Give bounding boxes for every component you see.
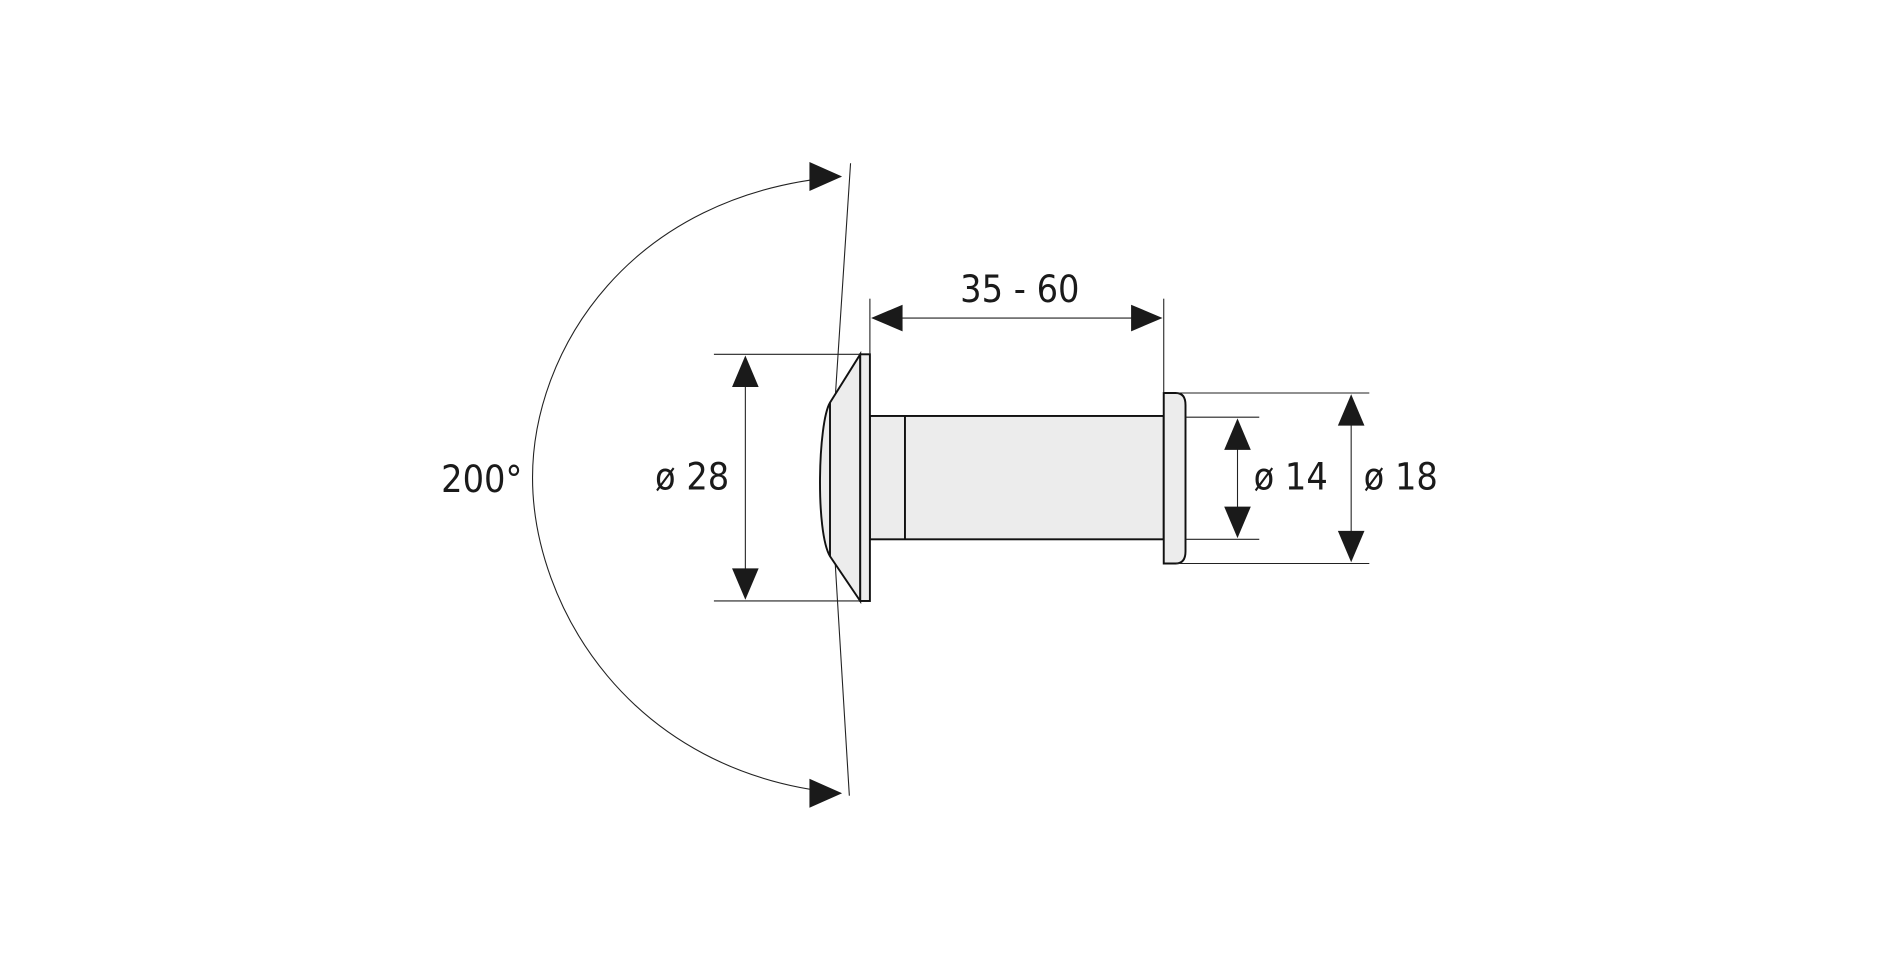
tube-diameter-label: ø 14: [1254, 454, 1328, 498]
end-cap: [1162, 392, 1187, 565]
cap-diameter-label: ø 18: [1364, 454, 1438, 498]
tube: [868, 415, 1165, 541]
arrowhead: [732, 355, 759, 387]
arrowhead: [1131, 304, 1163, 332]
arrowhead: [1337, 394, 1365, 426]
length-label: 35 - 60: [960, 267, 1079, 311]
arrowhead: [732, 568, 759, 600]
viewing-angle-arc: [531, 176, 841, 794]
arrowhead: [1224, 418, 1251, 450]
arrowhead-bottom: [809, 778, 843, 808]
arrowhead-top: [809, 162, 843, 192]
angle-label: 200°: [441, 457, 522, 501]
arrowhead: [871, 304, 903, 332]
flange-diameter-label: ø 28: [655, 454, 729, 498]
flange-plate: [859, 353, 871, 602]
arrowhead: [1337, 530, 1365, 563]
arrowhead: [1224, 506, 1251, 539]
flange-cone: [819, 350, 862, 605]
